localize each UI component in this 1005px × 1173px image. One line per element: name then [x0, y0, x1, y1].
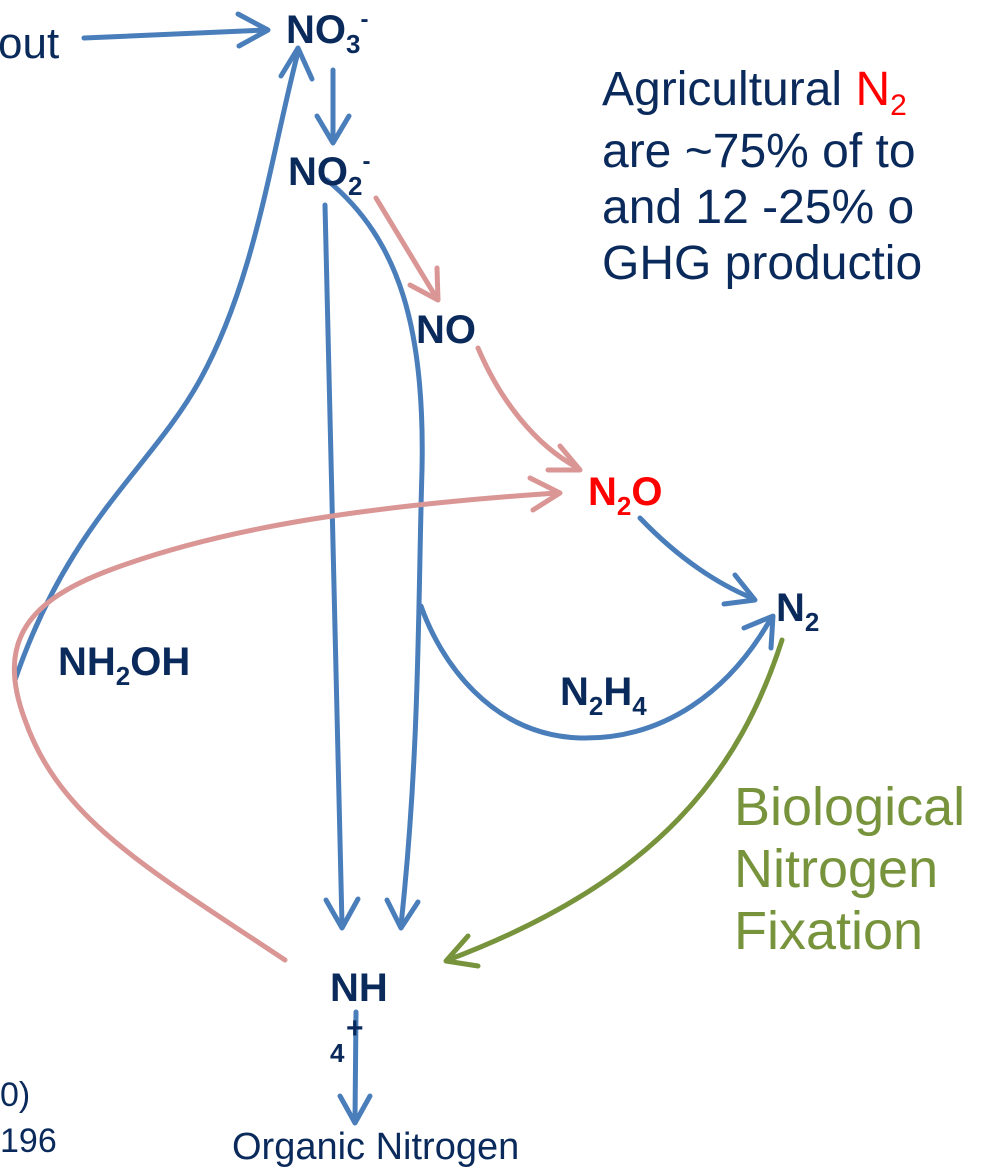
- arrow-n2-to-nh4-fixation: [445, 637, 785, 963]
- node-n2o-sub: 2: [616, 491, 632, 521]
- fixation-label: Biological Nitrogen Fixation: [734, 776, 965, 962]
- arrow-n2h4-to-n2: [418, 603, 773, 741]
- arrowhead-no-to-n2o: [545, 443, 583, 473]
- node-n2h4-sub: 2: [588, 691, 604, 721]
- citation-line-1: 0): [0, 1076, 31, 1114]
- node-no3-sub: 3: [346, 29, 361, 59]
- node-n2-sub: 2: [804, 607, 820, 637]
- arrowhead-n2h4-to-n2: [741, 613, 776, 651]
- arrowhead-no2-to-nh4-straight: [323, 896, 361, 931]
- node-n2-base: N: [776, 586, 805, 630]
- arrowhead-nh2oh-to-no3: [278, 45, 315, 82]
- arrow-no-to-n2o: [475, 345, 581, 471]
- arrowhead-n2-to-nh4-fixation: [443, 933, 481, 969]
- node-nh4-sup: +: [346, 1012, 364, 1045]
- note-line-3: and 12 -25% o: [602, 181, 915, 234]
- node-nh2oh-post: OH: [130, 640, 191, 684]
- node-no: NO: [416, 308, 476, 352]
- node-n2o-pre: N: [588, 470, 617, 514]
- note-red-n: N: [855, 63, 891, 116]
- arrowhead-nh4-to-organic: [337, 1093, 373, 1126]
- arrow-nh2oh-to-no3: [12, 49, 301, 683]
- node-nh2oh-pre: NH: [58, 640, 116, 684]
- node-n2h4-sub2: 4: [632, 691, 647, 721]
- arrowhead-input-to-no3: [235, 11, 271, 49]
- node-n2h4-pre: N: [560, 670, 589, 714]
- node-no2-base: NO: [288, 150, 348, 194]
- fixation-line-1: Biological: [734, 777, 966, 837]
- arrowhead-no2-to-nh4-curved: [384, 897, 421, 931]
- arrow-nh4-to-n2o: [11, 490, 560, 963]
- arrowhead-nh4-to-n2o: [527, 475, 563, 513]
- note-line-1: Agricultural N2: [602, 62, 922, 124]
- node-no3-sup: -: [360, 6, 369, 33]
- node-n2o-post: O: [631, 470, 663, 514]
- citation-line-2: 196: [0, 1122, 57, 1160]
- agricultural-note: Agricultural N2 are ~75% of to and 12 -2…: [602, 62, 922, 292]
- node-no3: NO3-: [286, 8, 368, 58]
- arrowhead-no2-to-no: [407, 265, 441, 303]
- arrow-no2-to-nh4-curved: [324, 177, 425, 928]
- note-line-2: are ~75% of to: [602, 125, 916, 178]
- note-red-sub: 2: [890, 89, 907, 122]
- arrow-no2-to-no: [373, 195, 439, 300]
- arrowhead-no3-to-no2: [314, 113, 352, 146]
- node-nh2oh-sub: 2: [115, 661, 131, 691]
- node-no2-sup: -: [362, 148, 371, 175]
- citation-fragment: 0) 196: [0, 1072, 57, 1164]
- node-n2o: N2O: [588, 470, 663, 519]
- node-n2h4-mid: H: [603, 670, 633, 714]
- input-label: out: [0, 19, 60, 68]
- organic-nitrogen-label: Organic Nitrogen: [232, 1126, 520, 1168]
- fixation-line-2: Nitrogen: [734, 839, 939, 899]
- note-line-4: GHG productio: [602, 237, 923, 290]
- node-nh4-sub: 4: [330, 1038, 345, 1068]
- node-no2: NO2-: [288, 150, 370, 200]
- arrowhead-n2o-to-n2: [721, 572, 758, 607]
- arrow-n2o-to-n2: [637, 515, 755, 601]
- node-n2: N2: [776, 586, 819, 635]
- node-no2-sub: 2: [348, 171, 363, 201]
- node-n2h4: N2H4: [560, 670, 647, 719]
- arrow-no2-to-nh4-straight: [322, 202, 345, 928]
- node-no3-base: NO: [286, 8, 346, 52]
- fixation-line-3: Fixation: [734, 901, 924, 961]
- arrow-nh4-to-organic: [352, 1009, 359, 1123]
- note-line-1-text: Agricultural: [602, 63, 856, 116]
- arrow-input-to-no3: [81, 27, 269, 41]
- node-nh2oh: NH2OH: [58, 640, 191, 689]
- node-nh4: NH: [330, 966, 388, 1010]
